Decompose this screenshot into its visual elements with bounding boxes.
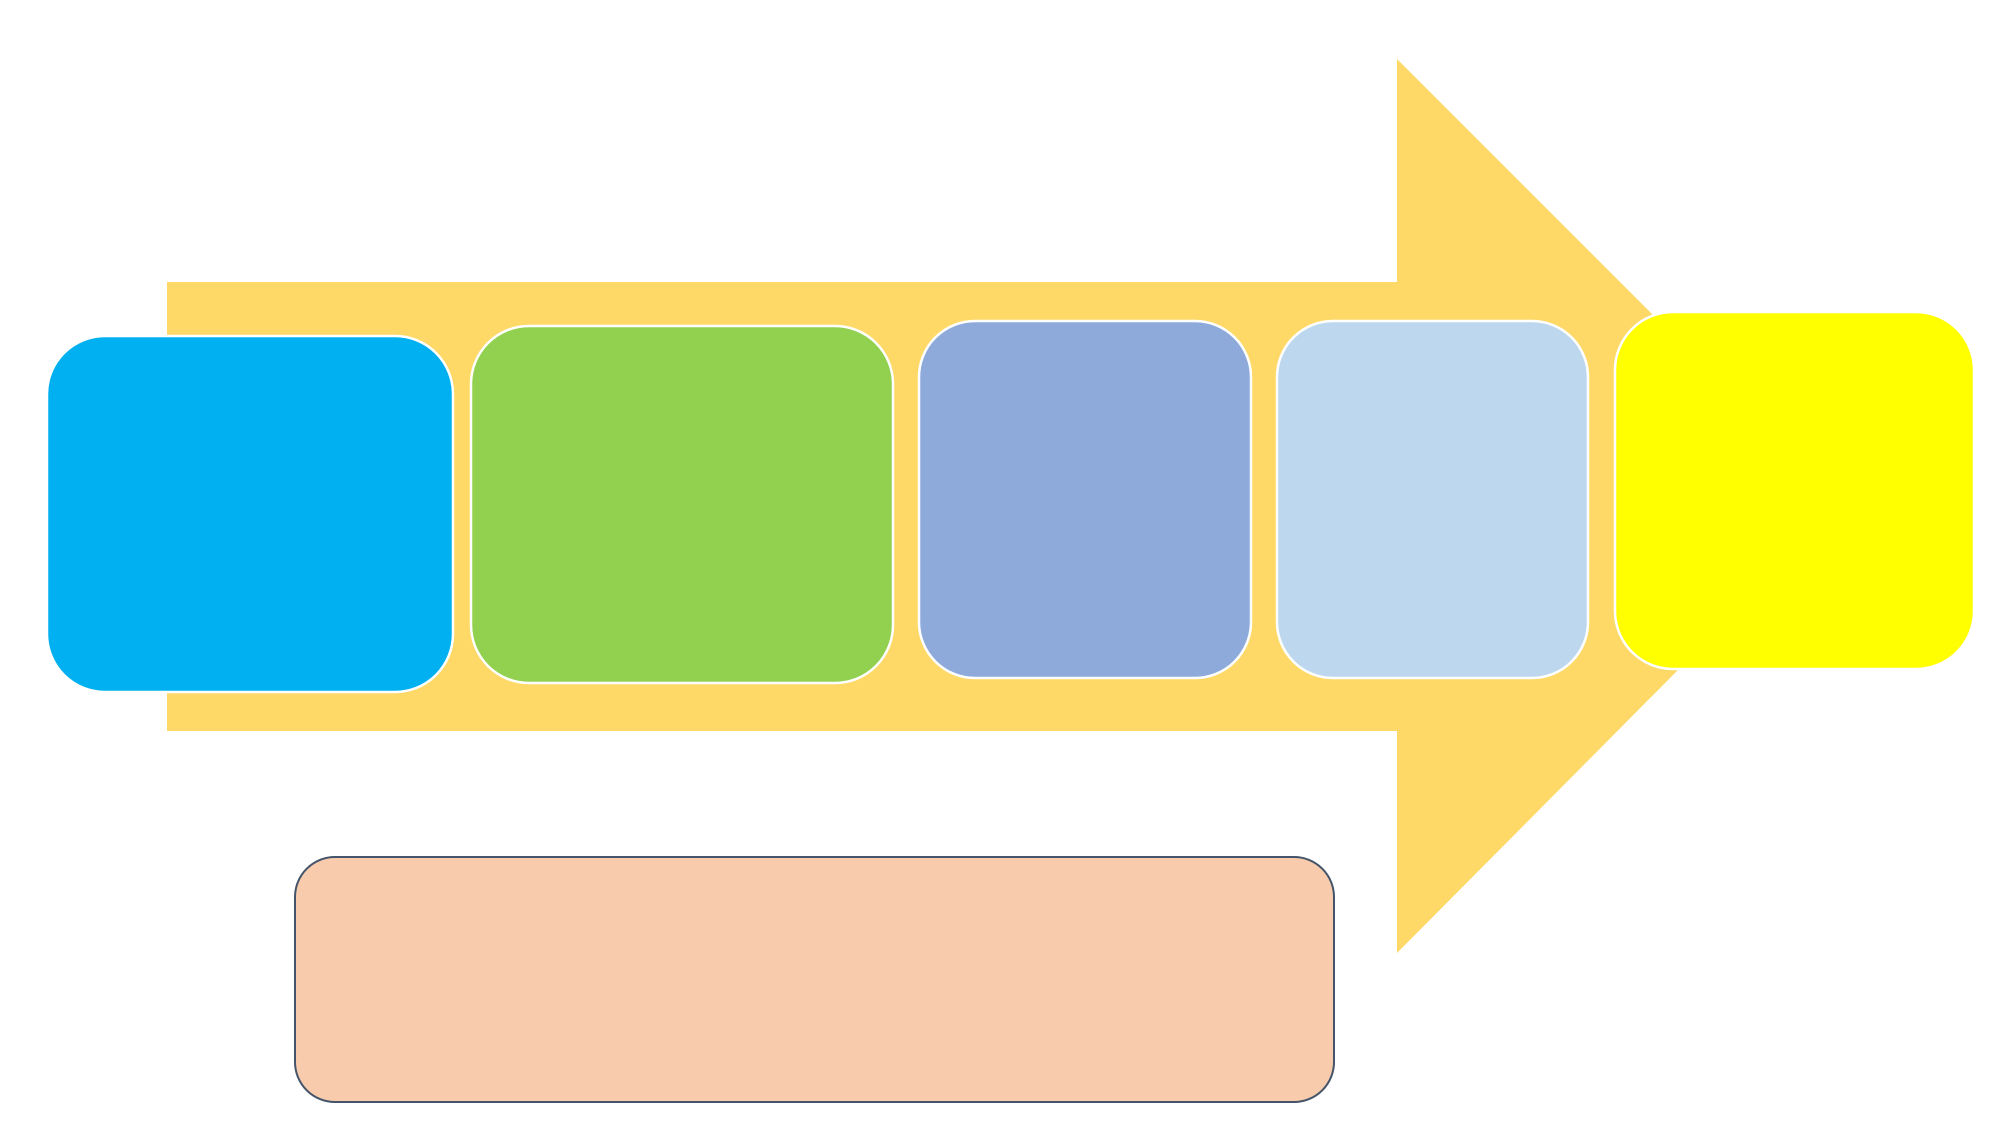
process-step-box-3: [917, 319, 1253, 680]
process-step-box-5: [1613, 310, 1976, 671]
note-box: [294, 856, 1335, 1103]
process-step-box-1: [45, 334, 455, 694]
process-step-box-4: [1275, 319, 1590, 680]
process-step-box-2: [469, 324, 895, 685]
